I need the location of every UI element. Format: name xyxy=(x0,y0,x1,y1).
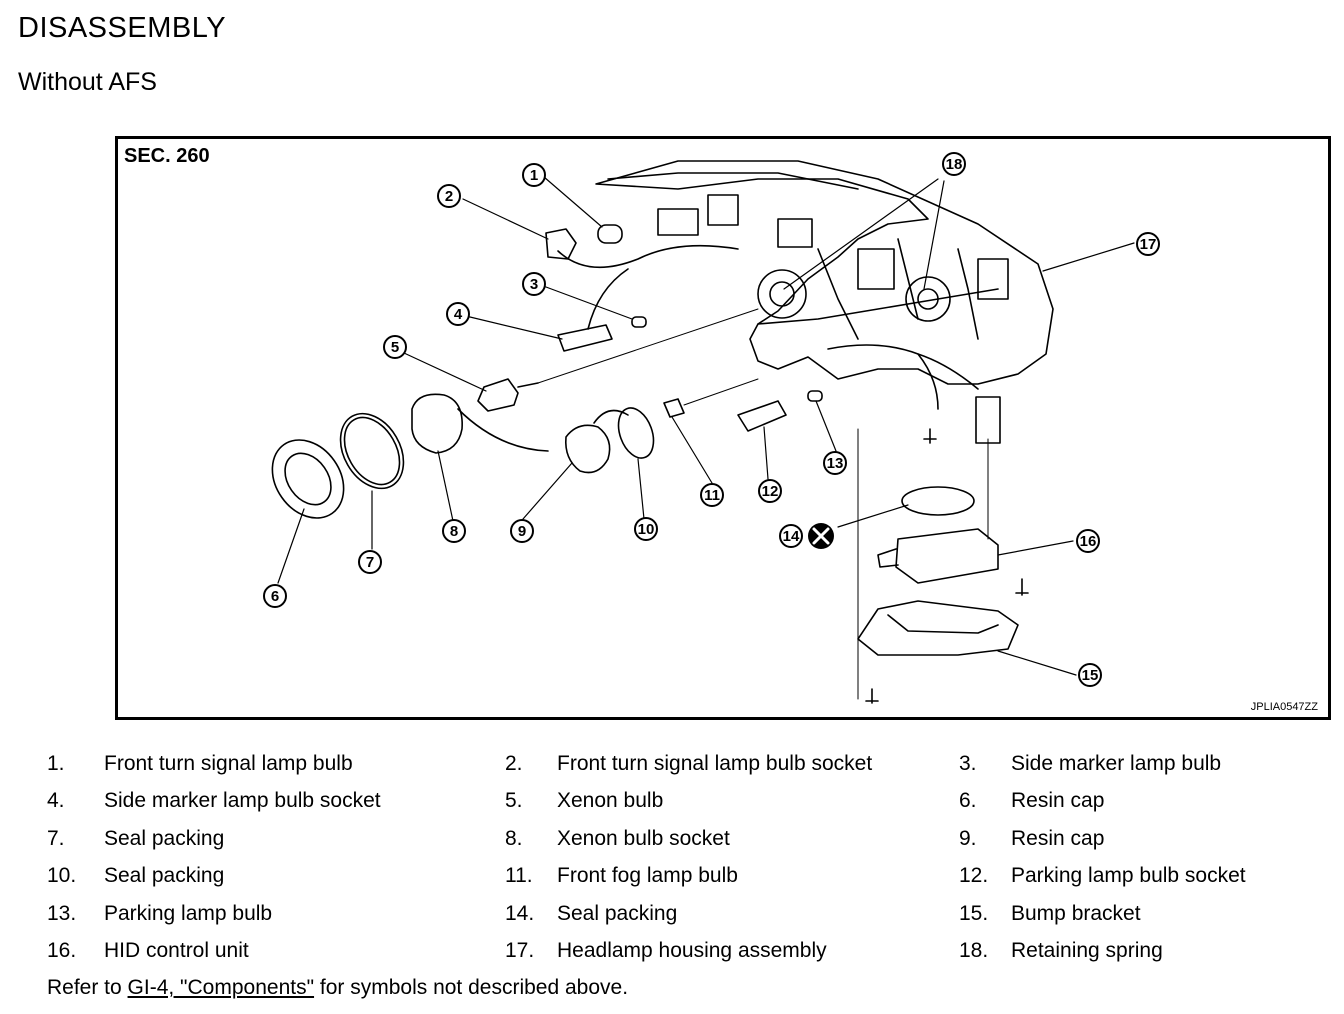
svg-text:6: 6 xyxy=(271,588,279,605)
svg-text:1: 1 xyxy=(530,167,538,184)
legend-item: 18.Retaining spring xyxy=(959,939,1163,962)
svg-text:3: 3 xyxy=(530,276,538,293)
legend-item: 17.Headlamp housing assembly xyxy=(505,939,827,962)
discard-mark-icon xyxy=(808,523,834,549)
reference-suffix: for symbols not described above. xyxy=(314,976,629,999)
callout-7: 7 xyxy=(358,550,382,574)
callout-5: 5 xyxy=(383,335,407,359)
svg-text:17: 17 xyxy=(1140,236,1157,253)
reference-prefix: Refer to xyxy=(47,976,128,999)
callout-9: 9 xyxy=(510,519,534,543)
components-link[interactable]: GI-4, "Components" xyxy=(127,976,315,999)
svg-text:14: 14 xyxy=(783,528,800,545)
callout-15: 15 xyxy=(1078,663,1102,687)
legend-item: 8.Xenon bulb socket xyxy=(505,827,730,850)
legend-item: 10.Seal packing xyxy=(47,864,225,887)
legend-item: 4.Side marker lamp bulb socket xyxy=(47,789,381,812)
legend-item: 16.HID control unit xyxy=(47,939,249,962)
callout-2: 2 xyxy=(437,184,461,208)
svg-text:9: 9 xyxy=(518,523,526,540)
exploded-diagram: 1 2 3 4 5 6 7 8 9 10 11 12 13 14 15 16 1… xyxy=(115,136,1331,720)
legend-item: 7.Seal packing xyxy=(47,827,225,850)
section-label: SEC. 260 xyxy=(124,145,210,167)
svg-text:7: 7 xyxy=(366,554,374,571)
svg-text:11: 11 xyxy=(704,487,720,504)
callout-14: 14 xyxy=(779,524,803,548)
legend-item: 6.Resin cap xyxy=(959,789,1105,812)
legend-item: 12.Parking lamp bulb socket xyxy=(959,864,1246,887)
page-title: DISASSEMBLY xyxy=(18,12,227,44)
svg-text:4: 4 xyxy=(454,306,463,323)
callout-11: 11 xyxy=(700,483,724,507)
callout-17: 17 xyxy=(1136,232,1160,256)
callout-10: 10 xyxy=(634,517,658,541)
callout-8: 8 xyxy=(442,519,466,543)
svg-text:15: 15 xyxy=(1082,667,1099,684)
legend-item: 5.Xenon bulb xyxy=(505,789,664,812)
svg-text:10: 10 xyxy=(638,521,655,538)
callout-6: 6 xyxy=(263,584,287,608)
callout-3: 3 xyxy=(522,272,546,296)
page-subtitle: Without AFS xyxy=(18,68,157,96)
svg-text:2: 2 xyxy=(445,188,453,205)
svg-text:5: 5 xyxy=(391,339,399,356)
legend-item: 9.Resin cap xyxy=(959,827,1105,850)
legend-item: 2.Front turn signal lamp bulb socket xyxy=(505,752,873,775)
callout-4: 4 xyxy=(446,302,470,326)
legend-item: 3.Side marker lamp bulb xyxy=(959,752,1222,775)
callout-1: 1 xyxy=(522,163,546,187)
reference-note: Refer to GI-4, "Components" for symbols … xyxy=(47,976,628,1000)
legend-item: 1.Front turn signal lamp bulb xyxy=(47,752,353,775)
callout-18: 18 xyxy=(942,152,966,176)
svg-text:8: 8 xyxy=(450,523,458,540)
legend-item: 11.Front fog lamp bulb xyxy=(505,864,738,887)
svg-text:13: 13 xyxy=(827,455,844,472)
callout-16: 16 xyxy=(1076,529,1100,553)
callout-12: 12 xyxy=(758,479,782,503)
legend-item: 13.Parking lamp bulb xyxy=(47,902,273,925)
legend-item: 14.Seal packing xyxy=(505,902,678,925)
diagram-drawing: 1 2 3 4 5 6 7 8 9 10 11 12 13 14 15 16 1… xyxy=(263,152,1160,704)
svg-text:12: 12 xyxy=(762,483,779,500)
callout-13: 13 xyxy=(823,451,847,475)
figure-code: JPLIA0547ZZ xyxy=(1250,701,1318,713)
legend-item: 15.Bump bracket xyxy=(959,902,1141,925)
svg-text:18: 18 xyxy=(946,156,963,173)
svg-text:16: 16 xyxy=(1080,533,1097,550)
headlamp-housing xyxy=(595,160,1054,385)
